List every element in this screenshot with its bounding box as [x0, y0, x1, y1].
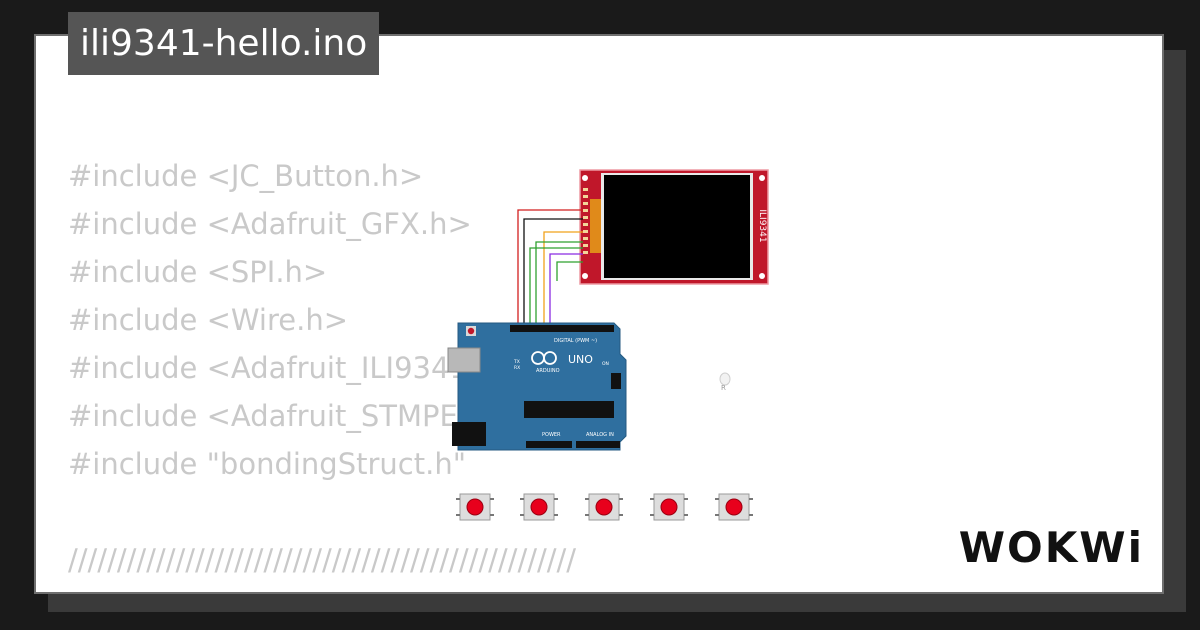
wokwi-logo: WOKWi: [958, 523, 1144, 572]
digital-label: DIGITAL (PWM ~): [554, 338, 597, 344]
preview-card: #include <JC_Button.h> #include <Adafrui…: [34, 34, 1164, 594]
arduino-brand: ARDUINO: [536, 368, 560, 374]
rx-led-label: RX: [514, 365, 520, 371]
pushbutton-cap[interactable]: [595, 498, 613, 516]
wire-green: [556, 261, 583, 281]
icsp-header: [611, 373, 621, 389]
display-pins: [583, 188, 588, 254]
mount-hole: [582, 175, 588, 181]
simulation-diagram: ILI9341: [447, 169, 769, 521]
code-line: ////////////////////////////////////////…: [68, 543, 577, 577]
wire-green: [529, 247, 583, 331]
pushbutton[interactable]: [456, 493, 494, 521]
wires: [517, 209, 583, 446]
arduino-uno[interactable]: UNO ARDUINO DIGITAL (PWM ~) POWER ANALOG…: [447, 322, 627, 451]
digital-header: [510, 325, 614, 332]
wire-orange: [543, 231, 583, 331]
pushbutton-cap[interactable]: [660, 498, 678, 516]
usb-port: [447, 347, 481, 373]
code-line: // Display: [68, 584, 576, 592]
pushbutton[interactable]: [585, 493, 623, 521]
ili9341-display[interactable]: ILI9341: [579, 169, 769, 285]
wire-black: [523, 218, 583, 331]
mount-hole: [759, 273, 765, 279]
pushbutton-cap[interactable]: [466, 498, 484, 516]
mount-hole: [759, 175, 765, 181]
code-line: #include "bondingStruct.h": [68, 447, 467, 481]
pushbutton[interactable]: [520, 493, 558, 521]
code-line: #include <Wire.h>: [68, 303, 349, 337]
pushbutton-cap[interactable]: [725, 498, 743, 516]
power-label: POWER: [542, 432, 561, 438]
code-line: #include <SPI.h>: [68, 255, 328, 289]
on-led-label: ON: [602, 361, 609, 367]
code-line: #include <JC_Button.h>: [68, 159, 424, 193]
atmega-chip: [524, 401, 614, 418]
uno-label: UNO: [568, 353, 593, 366]
wire-purple: [549, 253, 583, 331]
led-r[interactable]: R: [719, 372, 731, 392]
project-title: ili9341-hello.ino: [68, 12, 380, 75]
mount-hole: [582, 273, 588, 279]
pushbutton[interactable]: [650, 493, 688, 521]
wire-green: [535, 241, 583, 331]
power-jack: [452, 422, 486, 446]
power-header: [526, 441, 572, 448]
pushbutton-cap[interactable]: [530, 498, 548, 516]
analog-label: ANALOG IN: [586, 432, 614, 438]
arduino-logo: [531, 351, 557, 365]
tx-led-label: TX: [513, 359, 520, 365]
wire-red: [517, 209, 583, 331]
pushbutton[interactable]: [715, 493, 753, 521]
analog-header: [576, 441, 620, 448]
display-label: ILI9341: [757, 209, 767, 242]
display-screen: [604, 175, 750, 278]
reset-button[interactable]: [467, 327, 475, 335]
display-ribbon: [590, 199, 601, 253]
code-line: #include <Adafruit_GFX.h>: [68, 207, 472, 241]
led-label: R: [721, 384, 726, 392]
